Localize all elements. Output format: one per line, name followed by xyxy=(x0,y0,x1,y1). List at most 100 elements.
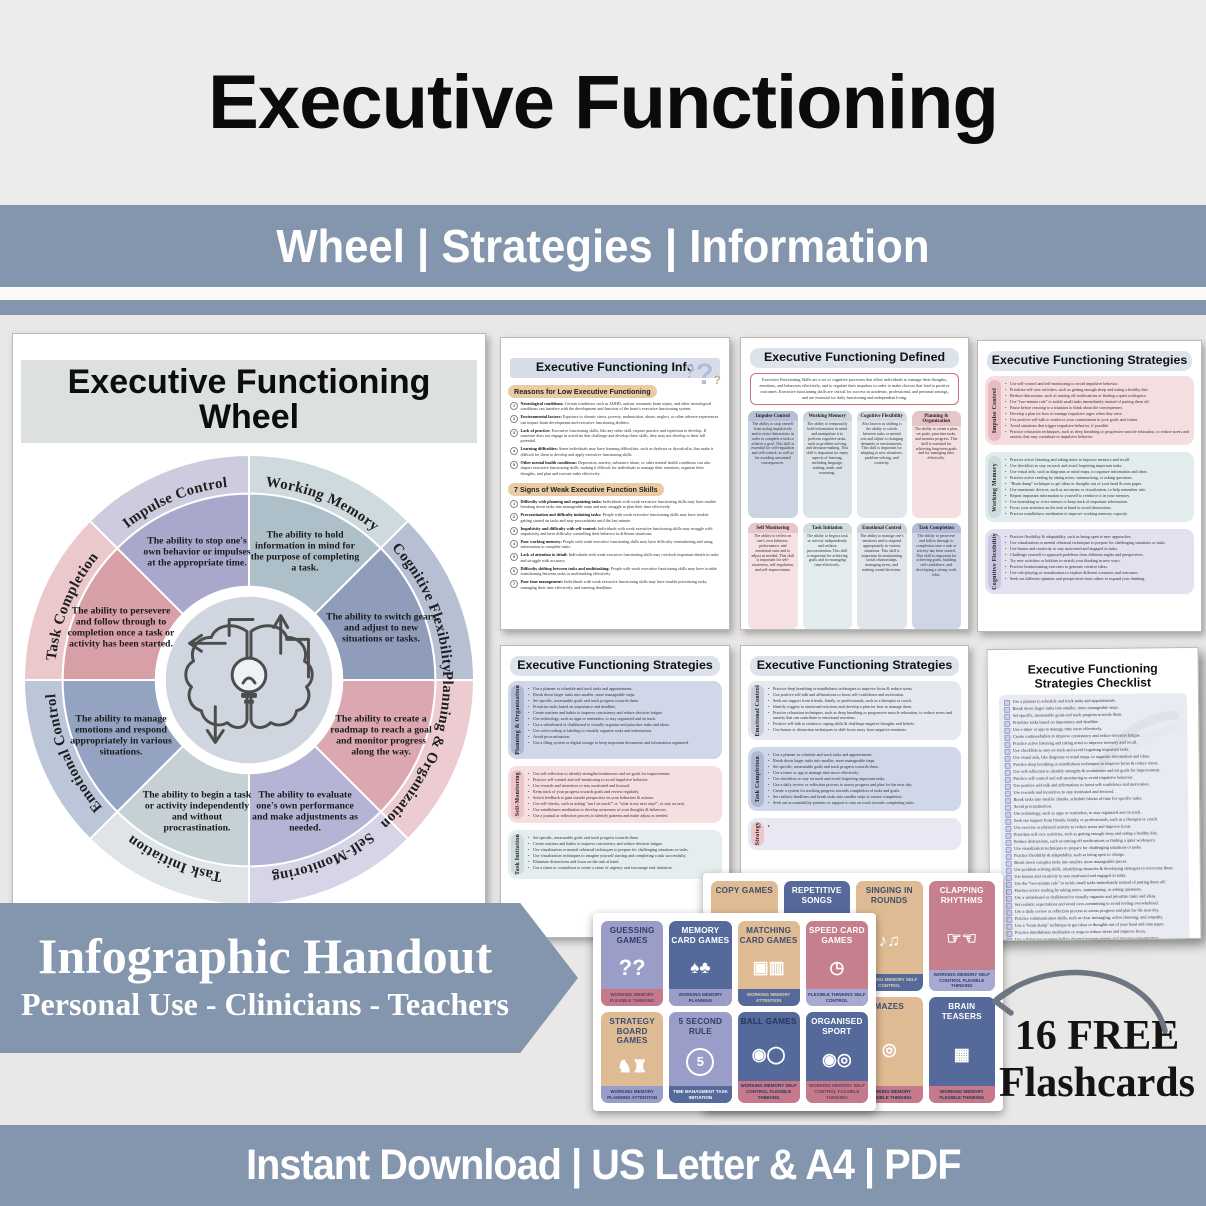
bullet-item: Repeat important information to yourself… xyxy=(1005,493,1189,499)
strategy-section: Planning & Organization Use a planner to… xyxy=(508,680,722,759)
definition-card: Impulse Control The ability to stop ones… xyxy=(748,411,798,519)
checklist-body: Use a planner to schedule and track task… xyxy=(998,693,1190,942)
stopwatch-icon: ◷ xyxy=(829,958,845,978)
segment-description: The ability to stop one's own behavior o… xyxy=(143,534,251,569)
info-section: 7 Signs of Weak Executive Function Skill… xyxy=(508,482,722,590)
strategies-page-title: Executive Functioning Strategies xyxy=(987,351,1192,371)
section-heading: Reasons for Low Executive Functioning xyxy=(508,384,657,398)
card-title: Task Completion xyxy=(911,523,961,534)
checkbox xyxy=(1005,833,1012,840)
defined-intro: Executive Functioning Skills are a set o… xyxy=(750,372,959,406)
section-label: Cognitive Flexibility xyxy=(988,532,1001,590)
card-title: Cognitive Flexibility xyxy=(857,411,907,422)
list-item: 5 Other mental health conditions: Depres… xyxy=(510,460,720,476)
flashcard-title: SPEED CARD GAMES xyxy=(809,926,865,945)
flashcard-title: STRATEGY BOARD GAMES xyxy=(609,1017,655,1046)
section-label: Planning & Organization xyxy=(511,684,524,755)
flashcard-strategy-board-games: STRATEGY BOARD GAMES ♞♜ WORKING MEMORY P… xyxy=(601,1012,664,1103)
bullet-item: Use a timer or app to manage time more e… xyxy=(768,770,956,776)
strategy-section: Impulse Control Use self-control and sel… xyxy=(985,375,1194,446)
bullet-item: Practice relaxation techniques, such as … xyxy=(768,710,956,721)
bullet-item: Use checklists to stay on track and avoi… xyxy=(768,776,956,782)
card-title: Self Monitoring xyxy=(748,523,798,534)
list-item: 3 Lack of practice: Executive functionin… xyxy=(510,428,720,444)
subtitle-band: Wheel | Strategies | Information xyxy=(0,205,1206,287)
bullet-item: Reduce distractions, such as turning off… xyxy=(1005,393,1189,399)
info-sections: Reasons for Low Executive Functioning 1 … xyxy=(508,384,722,590)
numbered-list: 1 Difficulty with planning and organizin… xyxy=(508,499,722,590)
checkbox xyxy=(1005,861,1012,868)
flashcard-title: 5 SECOND RULE xyxy=(678,1017,723,1036)
list-item: 2 Procrastination and difficulty initiat… xyxy=(510,512,720,523)
flashcard-title: COPY GAMES xyxy=(715,886,773,895)
flashcard-skills: WORKING MEMORY SELF CONTROL FLEXIBLE THI… xyxy=(805,1081,868,1103)
bullet-list: Use self reflection to identify strength… xyxy=(528,770,717,820)
bullet-item: "Brain dump" technique to get ideas or t… xyxy=(1005,481,1189,487)
card-title: Emotional Control xyxy=(857,523,907,534)
flashcard-title: ORGANISED SPORT xyxy=(811,1017,863,1036)
wheel-diagram: Working Memory Cognitive Flexibility Pla… xyxy=(21,449,477,907)
white-divider xyxy=(0,287,1206,300)
circled-number: 3 xyxy=(510,526,518,535)
brain-lightbulb-icon xyxy=(184,613,314,744)
flashcard-ball-games: BALL GAMES ◉◯ WORKING MEMORY SELF CONTRO… xyxy=(737,1012,800,1103)
circled-number: 4 xyxy=(510,447,518,456)
list-item: 2 Environmental factors: Exposure to chr… xyxy=(510,414,720,425)
card-text: Also known as shifting is the ability to… xyxy=(860,421,903,466)
numbered-list: 1 Neurological conditions: Certain condi… xyxy=(508,401,722,476)
checkbox xyxy=(1005,882,1012,889)
checkbox xyxy=(1005,854,1012,861)
strategies-page-title: Executive Functioning Strategies xyxy=(750,656,959,676)
defined-page-title: Executive Functioning Defined xyxy=(750,348,959,368)
flashcard-title: GUESSING GAMES xyxy=(609,926,655,945)
segment-description: The ability to begin a task or activity … xyxy=(142,789,252,834)
card-text: The ability to reflect on one's own beha… xyxy=(751,533,794,573)
bullet-item: Use positive self-talk to reinforce your… xyxy=(1005,417,1189,423)
bullet-item: Use rewards and incentives to stay motiv… xyxy=(528,783,717,789)
flashcard-title: BRAIN TEASERS xyxy=(941,1002,982,1021)
bullet-item: Use a planner to schedule and track task… xyxy=(528,686,717,692)
header: Executive Functioning xyxy=(0,0,1206,205)
checkbox xyxy=(1006,924,1013,931)
checkbox xyxy=(1004,770,1011,777)
main-title: Executive Functioning xyxy=(208,60,999,145)
checkbox xyxy=(1004,777,1011,784)
circled-number: 1 xyxy=(510,401,518,410)
checkbox xyxy=(1005,798,1012,805)
segment-description: The ability to evaluate one's own perfor… xyxy=(252,789,358,834)
section-label: Working Memory xyxy=(988,456,1001,518)
banner-subtitle: Personal Use - Clinicians - Teachers xyxy=(21,985,509,1022)
list-item: 7 Poor time management: Individuals with… xyxy=(510,579,720,590)
flashcard-memory-card-games: MEMORY CARD GAMES ♠♣ WORKING MEMORY PLAN… xyxy=(669,921,732,1006)
bullet-item: Eliminate distractions and focus on the … xyxy=(528,859,717,865)
flashcard-skills: WORKING MEMORY ATTENTION xyxy=(737,989,800,1006)
strategy-section: Cognitive Flexibility Practice flexibili… xyxy=(985,528,1194,594)
checkbox xyxy=(1004,756,1011,763)
bullet-item: Set specific, measurable goals and track… xyxy=(528,835,717,841)
chess-pieces-icon: ♞♜ xyxy=(616,1057,648,1076)
list-item: 4 Learning difficulties: Some individual… xyxy=(510,446,720,457)
list-item: 1 Difficulty with planning and organizin… xyxy=(510,499,720,510)
defined-page: Executive Functioning Defined Executive … xyxy=(740,337,969,630)
strategy-section: Task Initiation Set specific, measurable… xyxy=(508,830,722,880)
definition-card: Task Completion The ability to persevere… xyxy=(911,523,961,629)
clapping-hands-icon: ☞☜ xyxy=(946,928,977,948)
definition-card: Self Monitoring The ability to reflect o… xyxy=(748,523,798,629)
flashcard-organised-sport: ORGANISED SPORT ◉◎ WORKING MEMORY SELF C… xyxy=(805,1012,868,1103)
bullet-item: Use checklists to stay on track and avoi… xyxy=(1005,463,1189,469)
strategies-page-title: Executive Functioning Strategies xyxy=(510,656,720,676)
info-section: Reasons for Low Executive Functioning 1 … xyxy=(508,384,722,476)
bullet-item: Use a journal or reflection process to i… xyxy=(528,813,717,819)
bullet-list: Use a planner to schedule and track task… xyxy=(768,751,956,807)
list-item: 4 Poor working memory: People with weak … xyxy=(510,539,720,550)
card-text: The ability to persevere and follow thro… xyxy=(916,533,957,578)
paddles-ball-icon: ◉◯ xyxy=(751,1045,786,1065)
playing-cards-icon: ♠♣ xyxy=(690,958,711,978)
bullet-item: Avoid procrastination. xyxy=(528,734,717,740)
definition-card: Working Memory The ability to temporaril… xyxy=(802,411,852,519)
flashcard-title: MEMORY CARD GAMES xyxy=(671,926,730,945)
checkbox xyxy=(1004,784,1011,791)
checkbox xyxy=(1004,749,1011,756)
bullet-item: Use mindfulness meditation to develop aw… xyxy=(528,807,717,813)
swoosh-decoration xyxy=(1095,710,1179,776)
